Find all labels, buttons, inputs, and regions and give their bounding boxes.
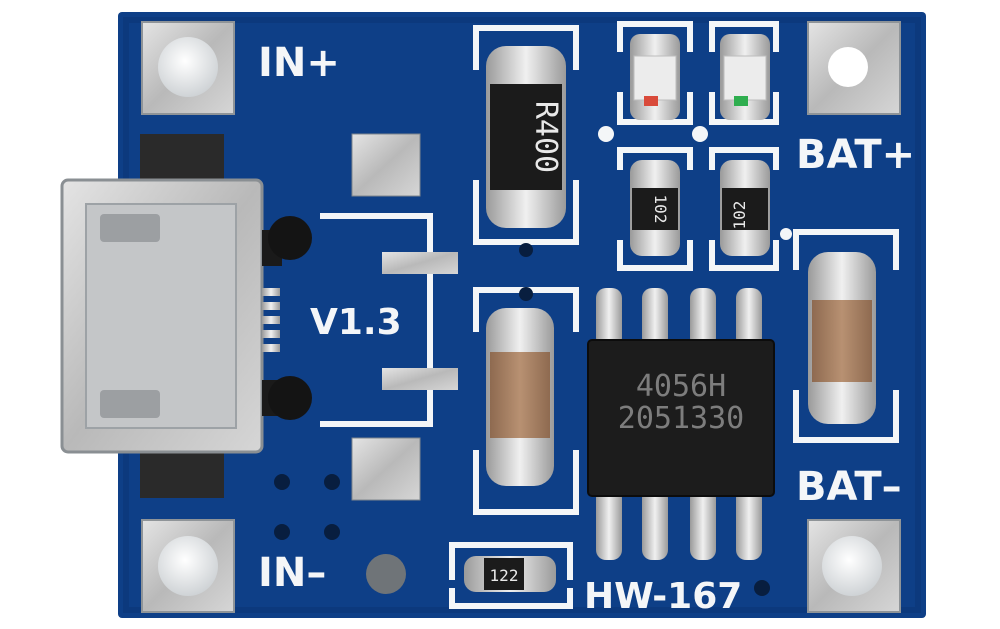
label-bat-plus: BAT+	[796, 132, 915, 178]
pad-in-minus	[141, 519, 235, 613]
label-in-plus: IN+	[258, 40, 340, 86]
test-point	[366, 554, 406, 594]
pad-in-plus	[141, 21, 235, 115]
ic-line2: 2051330	[618, 401, 744, 436]
resistor-sense: R400	[486, 46, 566, 228]
led-right	[720, 34, 770, 120]
resistor-r-a: 102	[630, 160, 680, 256]
label-model: HW-167	[584, 576, 742, 617]
label-bat-minus: BAT–	[796, 464, 902, 510]
vias	[274, 243, 770, 596]
led-left	[630, 34, 680, 120]
label-in-minus: IN–	[258, 550, 326, 596]
ic-line1: 4056H	[636, 369, 726, 404]
ic-leads	[596, 288, 762, 560]
pad-bat-plus	[807, 21, 901, 115]
usb-micro-b-icon	[60, 178, 312, 454]
svg-text:102: 102	[651, 195, 670, 224]
svg-text:R400: R400	[528, 101, 563, 173]
capacitor-left	[486, 308, 554, 486]
ic-4056h: 4056H 2051330	[587, 339, 775, 497]
label-version: V1.3	[310, 302, 402, 343]
resistor-r-b: 102	[720, 160, 770, 256]
capacitor-right	[808, 252, 876, 424]
pad-bat-minus	[807, 519, 901, 613]
resistor-r-c: 122	[464, 556, 556, 592]
svg-text:122: 122	[490, 566, 519, 585]
svg-text:102: 102	[730, 201, 749, 230]
